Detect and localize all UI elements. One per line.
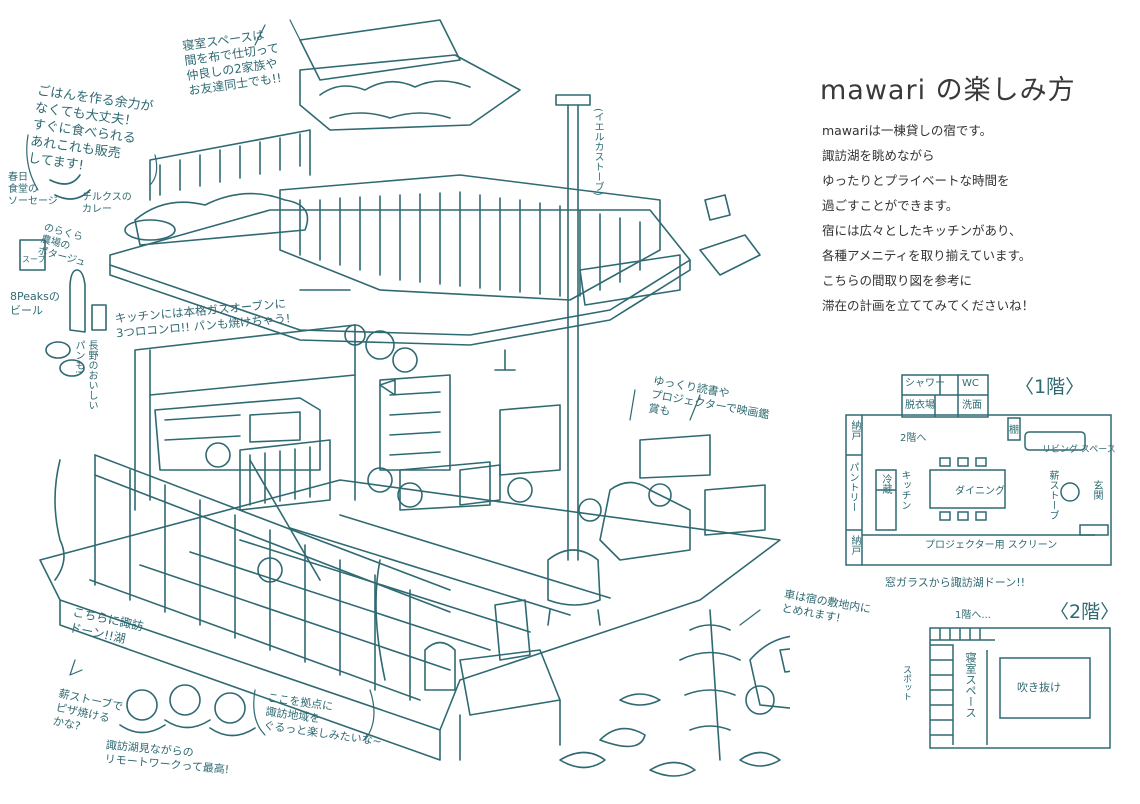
plan2-to-floor1: 1階へ... xyxy=(955,610,991,621)
floor2-plan xyxy=(929,627,1111,749)
floor2-title: 〈2階〉 xyxy=(1050,601,1120,623)
lamp-illustration xyxy=(344,324,516,396)
note-beer: 8Peaksの ビール xyxy=(10,290,60,317)
fridge-illustration xyxy=(424,599,561,761)
futon-illustration xyxy=(299,19,521,131)
floor1-plan xyxy=(845,374,1112,566)
plan1-washroom: 洗面 xyxy=(962,400,982,411)
first-floor-illustration xyxy=(134,324,766,583)
plan1-storage1: 納戸 xyxy=(849,420,860,440)
intro-line: 宿には広々としたキッチンがあり、 xyxy=(822,223,1022,238)
plan1-screen: プロジェクター用 スクリーン xyxy=(925,540,1058,551)
intro-line: 過ごすことができます。 xyxy=(822,198,959,213)
note-bread: 長野のおいしい パンも! xyxy=(73,340,97,410)
plan1-storage2: 納戸 xyxy=(849,535,860,555)
deck-illustration xyxy=(39,289,781,761)
plan1-wc: WC xyxy=(962,378,979,389)
stove-pipe-illustration xyxy=(547,94,601,626)
intro-line: 滞在の計画を立ててみてくださいね！ xyxy=(822,298,1035,313)
food-items-illustration xyxy=(19,174,176,377)
note-soup-tag: スープ xyxy=(22,255,46,264)
house-illustration xyxy=(19,19,790,777)
intro-line: 各種アメニティを取り揃えています。 xyxy=(822,248,1032,263)
plan1-entrance: 玄関 xyxy=(1091,480,1102,500)
intro-line: 諏訪湖を眺めながら xyxy=(822,148,935,163)
plan1-changing: 脱衣場 xyxy=(905,400,935,411)
tree-illustration xyxy=(559,609,781,777)
floor1-title: 〈1階〉 xyxy=(1015,376,1085,398)
plan2-atrium: 吹き抜け xyxy=(1017,681,1061,694)
intro-line: mawariは一棟貸しの宿です。 xyxy=(822,123,993,138)
intro-text: mawariは一棟貸しの宿です。 諏訪湖を眺めながら ゆったりとプライベートな時… xyxy=(822,118,1122,318)
plan1-living: リビング スペース xyxy=(1042,445,1116,455)
plan1-shower: シャワー xyxy=(905,378,945,389)
intro-line: ゆったりとプライベートな時間を xyxy=(822,173,1010,188)
plan1-fridge: 冷蔵 xyxy=(880,474,891,494)
plan1-to-floor2: 2階へ xyxy=(900,433,927,444)
leader-lines-illustration xyxy=(26,19,761,741)
plan1-kitchen: キッチン xyxy=(899,470,910,510)
note-parking-spot: スポット xyxy=(901,665,911,701)
people-faces-illustration xyxy=(119,684,256,737)
page-title: mawari の楽しみ方 xyxy=(820,75,1076,106)
car-illustration xyxy=(745,635,790,715)
plan1-stove: 薪ストーブ xyxy=(1047,470,1058,520)
intro-line: こちらの間取り図を参考に xyxy=(822,273,973,288)
second-floor-illustration xyxy=(109,129,761,346)
note-parking: 車は宿の敷地内に とめれます! xyxy=(780,587,873,625)
plan1-caption: 窓ガラスから諏訪湖ドーン!! xyxy=(885,576,1026,589)
plan1-pantry: パントリー xyxy=(847,462,858,512)
note-curry: チルクスの カレー xyxy=(82,192,132,215)
note-stove-label: (イエルカストーブ) xyxy=(592,108,603,196)
plan1-dining: ダイニング xyxy=(955,486,1005,497)
plan1-shelf: 棚 xyxy=(1009,425,1019,436)
plan2-bedroom: 寝室スペース xyxy=(964,652,977,718)
note-sausage: 春日 食堂の ソーセージ xyxy=(8,172,58,207)
